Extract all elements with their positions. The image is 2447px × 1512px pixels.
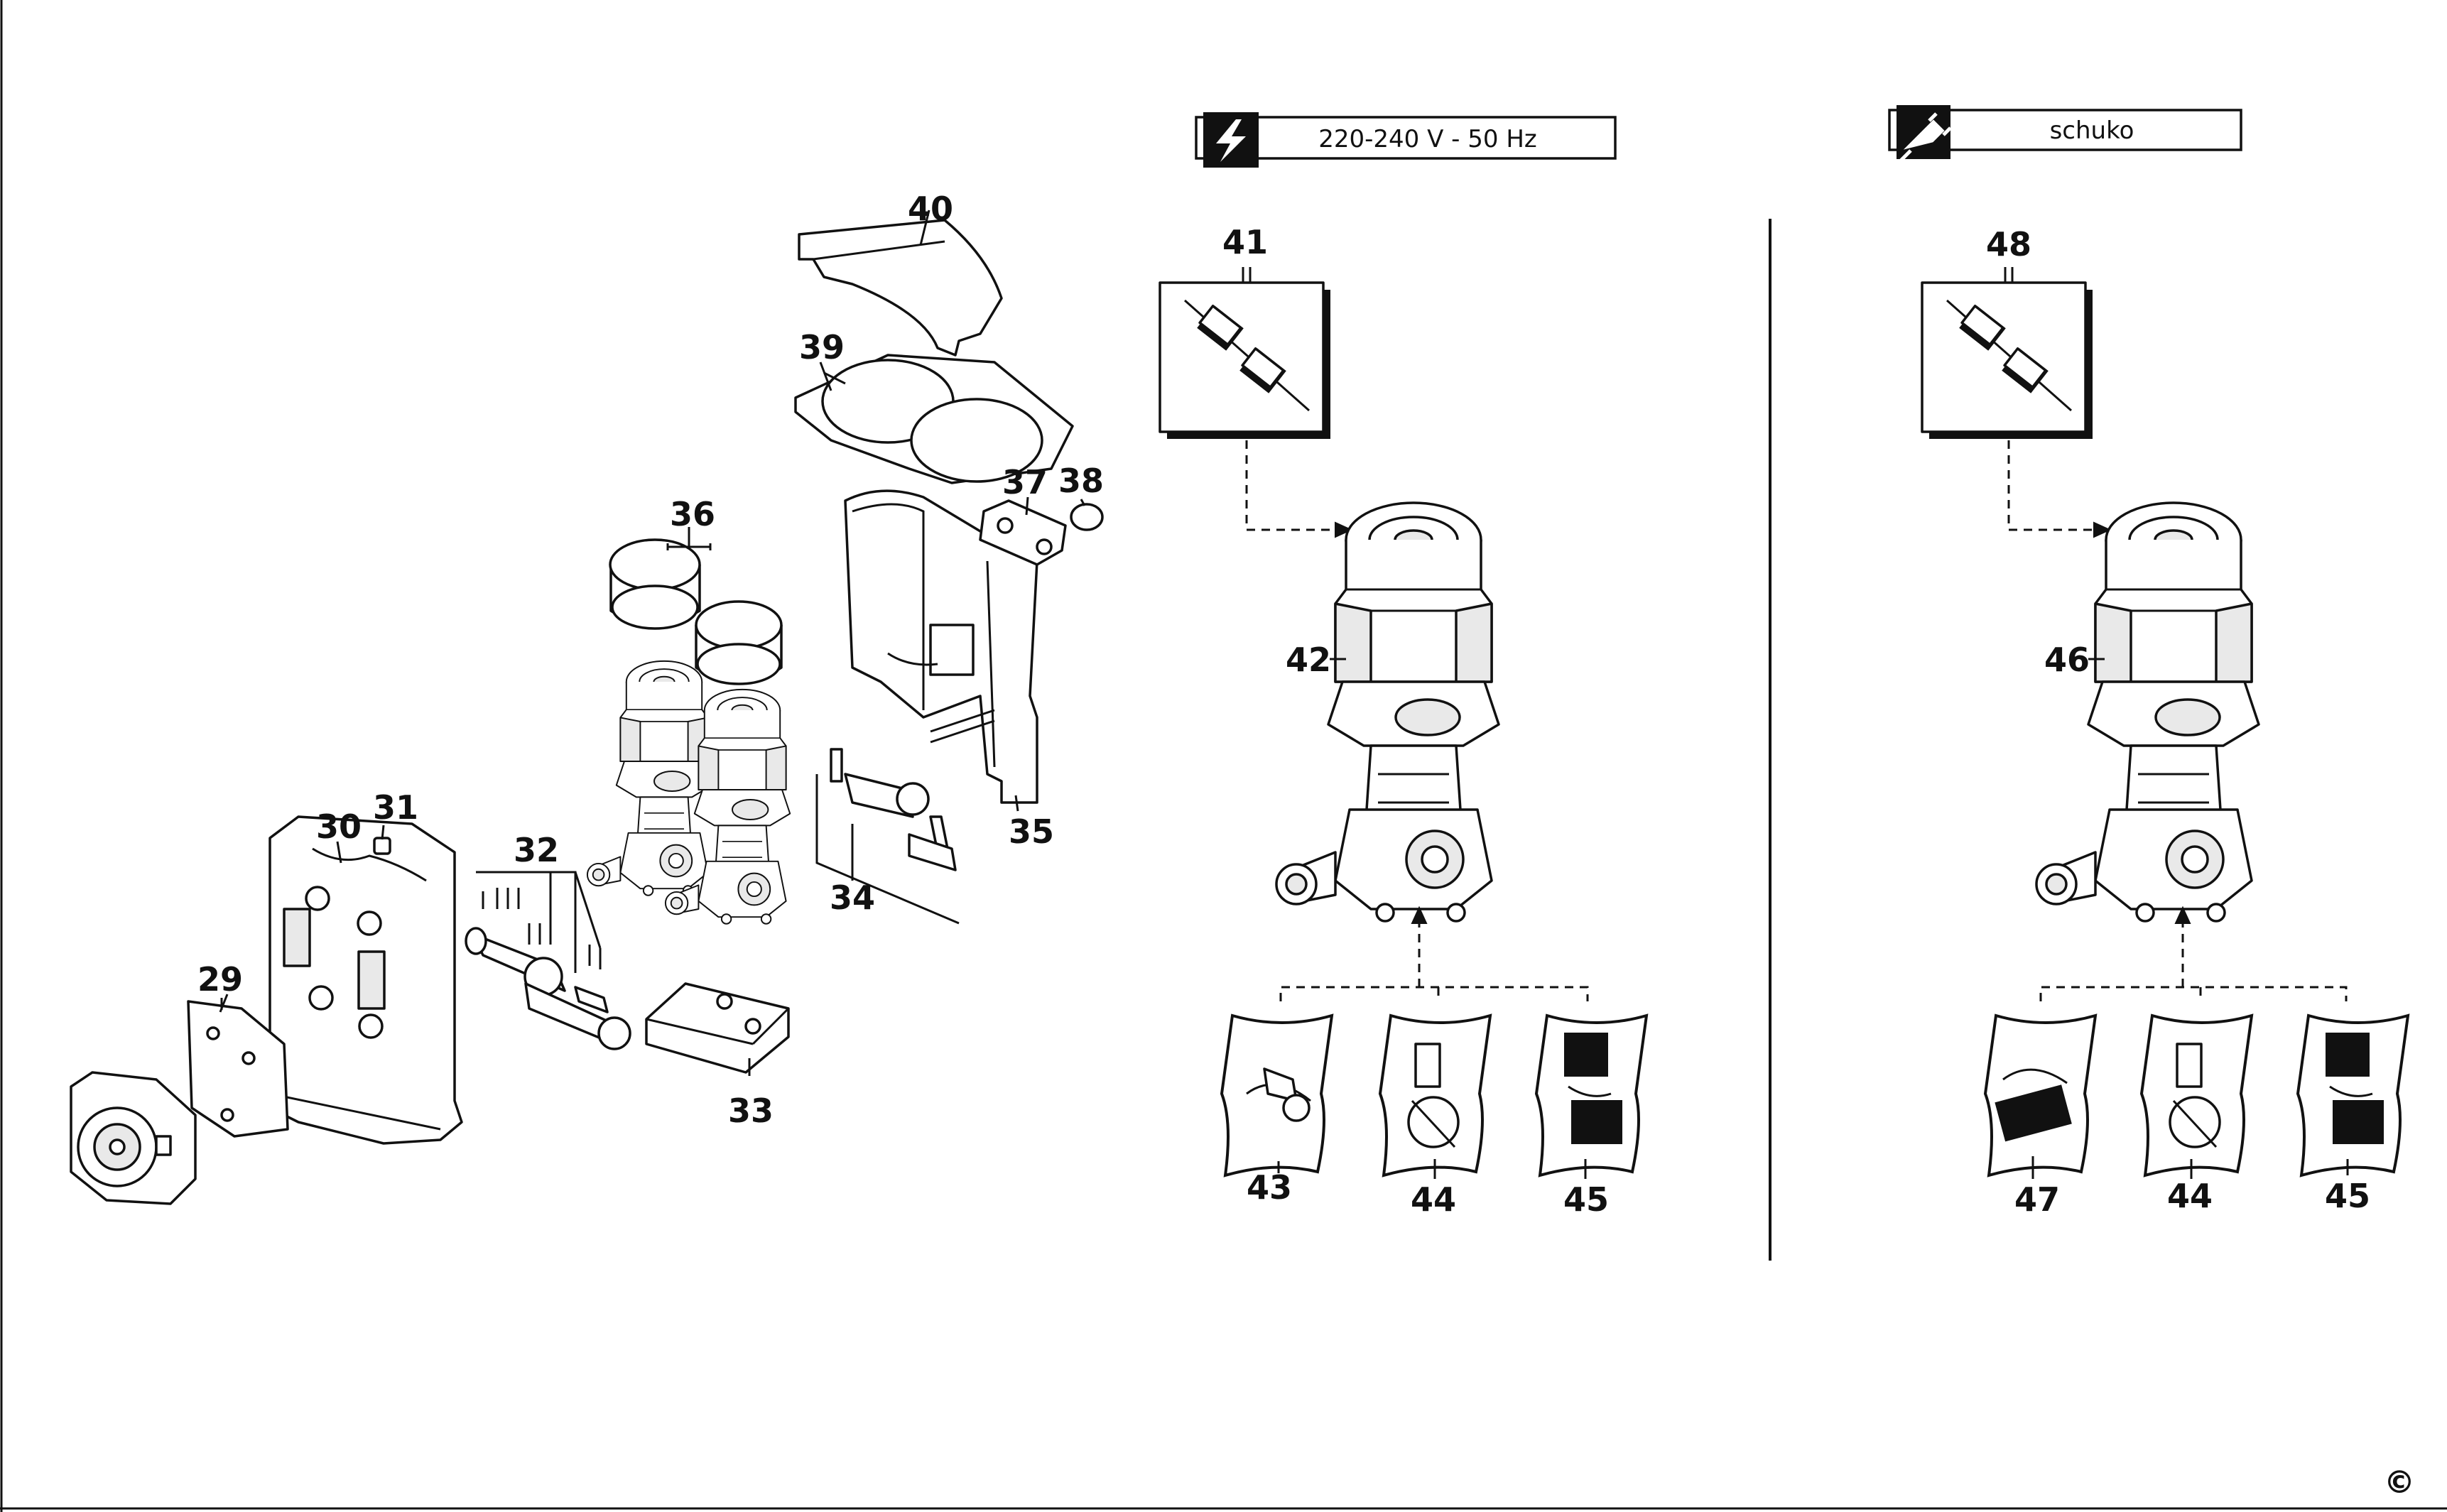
part-29-plate [187,994,289,1138]
label-35: 35 [1009,812,1054,851]
copyright-mark: © [2384,1464,2415,1501]
part-48-leader [2004,267,2014,283]
leader-lines-left [220,361,1086,1076]
part-36-motor-caps [609,527,783,685]
part-34-valves [815,748,960,925]
part-38-cap [1070,503,1104,531]
label-32: 32 [514,831,559,869]
part-45-kit-bag-left [1535,1014,1648,1177]
label-44-left: 44 [1411,1180,1456,1219]
part-46-motor-pump [2035,501,2260,923]
part-47-kit-bag [1984,1014,2097,1177]
part-43-kit-bag [1220,1014,1333,1177]
label-40: 40 [908,190,953,228]
part-44-kit-bag-left [1379,1014,1492,1177]
label-45-right: 45 [2325,1177,2370,1215]
brush-to-motor-dashed-left [1245,440,1353,538]
part-30-frame [268,815,463,1145]
label-46: 46 [2044,641,2090,679]
part-41-leader [1242,267,1252,283]
label-41: 41 [1222,223,1268,261]
part-37-bracket [979,499,1067,566]
label-39: 39 [799,328,845,366]
label-38: 38 [1058,462,1104,500]
part-44-kit-bag-right [2140,1014,2253,1177]
plug-type-header: schuko [1888,105,2242,162]
label-37: 37 [1002,463,1048,501]
label-36: 36 [670,495,715,533]
label-47: 47 [2014,1180,2060,1219]
part-41-carbon-brushes [1159,281,1332,440]
label-45-left: 45 [1563,1180,1609,1219]
part-39-cover-plate [794,354,1074,484]
label-29: 29 [197,960,243,999]
label-44-right: 44 [2167,1177,2213,1215]
part-31-nut [373,837,391,855]
part-45-kit-bag-right [2296,1014,2409,1177]
label-34: 34 [830,879,875,917]
voltage-header: 220-240 V - 50 Hz [1195,112,1617,168]
kits-to-motor-dashed-left [1279,905,1589,1001]
part-42-motor-pump [1275,501,1500,923]
part-35-housing [844,489,1038,804]
part-48-carbon-brushes [1921,281,2094,440]
kits-to-motor-dashed-right [2039,905,2348,1001]
label-30: 30 [316,807,362,846]
twin-motor-left [586,660,713,896]
voltage-text: 220-240 V - 50 Hz [1318,125,1537,153]
label-42: 42 [1286,641,1331,679]
label-43: 43 [1247,1168,1292,1207]
label-33: 33 [728,1092,774,1130]
part-40-top-cover [798,210,1003,357]
part-32-pipes [465,871,631,1050]
part-socket [70,1071,197,1205]
part-33-base-plate [645,982,790,1074]
plug-type-text: schuko [2050,116,2134,145]
brush-to-motor-dashed-right [2007,440,2112,538]
label-31: 31 [373,788,418,827]
label-48: 48 [1986,225,2031,263]
